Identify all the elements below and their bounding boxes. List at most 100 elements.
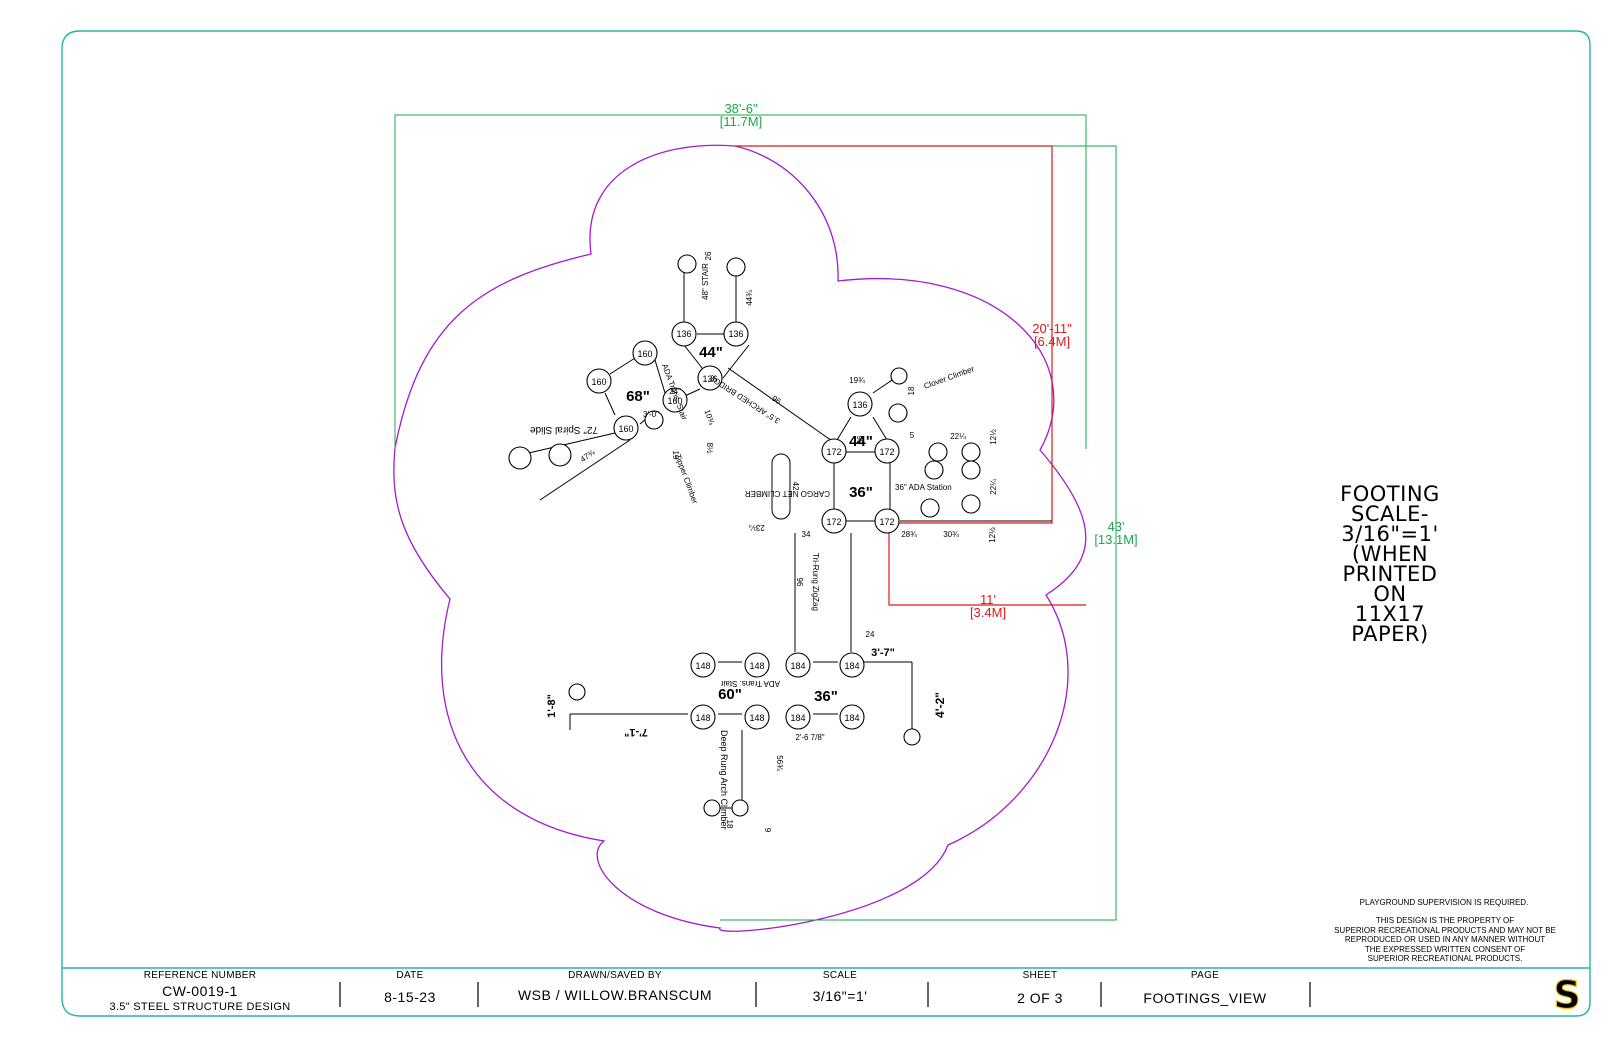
small-dimension: 19 — [671, 451, 680, 460]
deck-height-label: 36" — [814, 688, 838, 705]
small-dimension: 28¾ — [901, 530, 917, 539]
small-dimension: 23¼ — [749, 523, 765, 532]
equipment-label: Clover Climber — [923, 364, 976, 391]
footing-circle — [697, 365, 723, 391]
property-notice-line: THIS DESIGN IS THE PROPERTY OF — [1375, 916, 1515, 925]
footing-circle — [703, 799, 721, 817]
page-heading: PAGE — [1190, 970, 1220, 981]
footing-circle — [874, 508, 900, 534]
small-dimension: 12½ — [989, 429, 998, 445]
small-dimension: 47¾ — [579, 448, 597, 464]
reference-number-heading: REFERENCE NUMBER — [143, 970, 257, 981]
post-label: 136 — [702, 374, 717, 384]
small-dimension: 56¾ — [775, 755, 784, 771]
footing-circle — [744, 704, 770, 730]
equipment-label: 48" STAIR — [701, 263, 710, 300]
footing-note-line: PAPER) — [1351, 622, 1429, 646]
footing-circle — [731, 799, 749, 817]
dimension-label: 3'-7" — [871, 647, 895, 659]
small-dimension: 24" — [669, 387, 681, 396]
footing-circle — [662, 387, 688, 413]
post-label: 172 — [826, 517, 841, 527]
equipment-label: 36" ADA Station — [895, 483, 952, 492]
overall-length-ft: 43' — [1108, 519, 1125, 534]
property-notice-line: REPRODUCED OR USED IN ANY MANNER WITHOUT — [1344, 935, 1546, 944]
small-dimension: 24 — [866, 630, 875, 639]
small-dimension: 30¾ — [943, 530, 959, 539]
footing-circle — [839, 704, 865, 730]
small-dimension: 12½ — [988, 527, 997, 543]
footing-circle — [847, 391, 873, 417]
overall-length-m: [13.1M] — [1094, 532, 1137, 547]
footing-circle — [961, 442, 981, 462]
small-dimension: 5 — [910, 431, 915, 440]
footing-circle — [568, 683, 586, 701]
sheet-border — [61, 30, 1591, 1017]
small-dimension: 26 — [704, 251, 713, 260]
footing-circle — [744, 652, 770, 678]
property-notice-line: SUPERIOR RECREATIONAL PRODUCTS AND MAY N… — [1334, 925, 1556, 935]
sheet-heading: SHEET — [1022, 970, 1058, 981]
logo-letter: S — [1553, 973, 1580, 1017]
overall-width-ft: 38'-6" — [724, 101, 758, 116]
equipment-label: Tri-Rung ZigZag — [811, 553, 820, 611]
date-heading: DATE — [396, 970, 424, 981]
red-vertical-m: [6.4M] — [1034, 334, 1070, 349]
small-dimension: 34 — [802, 530, 811, 539]
footing-circle — [821, 508, 847, 534]
footing-circle — [723, 321, 749, 347]
footing-circle — [677, 254, 697, 274]
dimension-label: 4'-2" — [933, 692, 947, 718]
supervision-notice: PLAYGROUND SUPERVISION IS REQUIRED. — [1359, 898, 1529, 907]
property-notice-line: THE EXPRESSED WRITTEN CONSENT OF — [1364, 944, 1526, 954]
post-label: 148 — [695, 713, 710, 723]
post-label: 184 — [790, 661, 805, 671]
footing-circle — [920, 498, 940, 518]
post-label: 184 — [844, 713, 859, 723]
footing-circle — [888, 403, 908, 423]
safety-zone-outline — [393, 144, 1087, 932]
red-vertical-ft: 20'-11" — [1032, 321, 1072, 336]
company-logo: S — [1553, 972, 1583, 1018]
post-label: 160 — [591, 377, 606, 387]
scale-heading: SCALE — [822, 970, 858, 981]
footing-note-line: 11X17 — [1354, 602, 1426, 626]
post-label: 172 — [826, 447, 841, 457]
small-dimension: 18 — [907, 386, 916, 395]
footing-circle — [928, 442, 948, 462]
footing-note-line: FOOTING — [1340, 482, 1440, 506]
deck-height-label: 60" — [718, 686, 742, 703]
reference-description: 3.5" STEEL STRUCTURE DESIGN — [109, 1001, 291, 1013]
post-label: 136 — [728, 329, 743, 339]
deck-height-label: 36" — [849, 484, 873, 501]
post-label: 160 — [667, 396, 682, 406]
small-dimension: 36 — [856, 435, 865, 444]
small-dimension: 44¾ — [745, 290, 754, 306]
footing-circle — [613, 415, 639, 441]
footing-circle — [690, 704, 716, 730]
footing-note-line: PRINTED — [1342, 562, 1438, 586]
post-label: 172 — [879, 447, 894, 457]
footing-circle — [961, 494, 981, 514]
footing-note-line: 3/16"=1' — [1341, 522, 1439, 546]
footing-circle — [903, 728, 921, 746]
sheet-value: 2 OF 3 — [1017, 990, 1063, 1006]
equipment-label: 72" Spiral Slide — [530, 424, 598, 435]
footing-circle — [671, 321, 697, 347]
deck-height-label: 44" — [849, 433, 873, 450]
post-label: 148 — [695, 661, 710, 671]
equipment-label: CARGO NET CLIMBER — [745, 489, 830, 498]
small-dimension: 96 — [795, 578, 804, 587]
post-label: 184 — [790, 713, 805, 723]
red-horizontal-m: [3.4M] — [970, 605, 1006, 620]
footing-circle — [839, 652, 865, 678]
footing-circle — [508, 446, 532, 470]
footing-circle — [821, 438, 847, 464]
footing-circle — [726, 257, 746, 277]
deck-height-label: 44" — [699, 344, 723, 361]
overall-width-m: [11.7M] — [720, 114, 762, 129]
footing-note-line: ON — [1373, 582, 1407, 606]
footing-note-line: (WHEN — [1351, 542, 1429, 566]
equipment-label: Deep Rung Arch Climber — [719, 730, 729, 830]
